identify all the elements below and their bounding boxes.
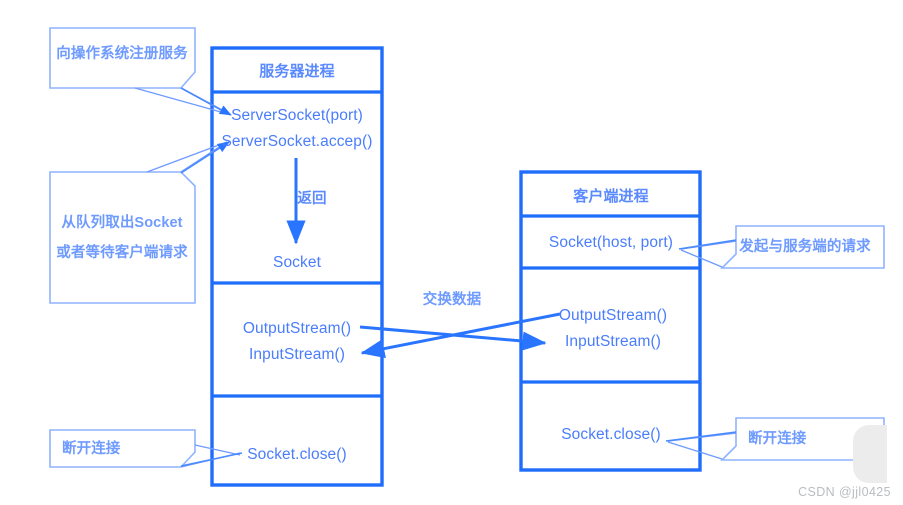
client-process-box [519,170,702,472]
server-step-socket-close: Socket.close() [247,446,347,463]
server-step-inputstream: InputStream() [248,346,346,363]
server-step-outputstream: OutputStream() [242,320,352,337]
note-disconnect-client-text: 断开连接 [748,431,807,447]
note-disconnect-server-text: 断开连接 [62,441,121,457]
client-step-inputstream: InputStream() [564,333,662,350]
note-request-to-server-shape [678,225,885,269]
server-step-socket: Socket [273,254,321,271]
server-step-serversocket-accept: ServerSocket.accep() [221,133,373,150]
exchange-arrow-client-to-server [360,312,561,359]
server-process-header: 服务器进程 [259,63,335,80]
note-dequeue-socket-line-2: 或者等待客户端请求 [56,245,188,261]
note-dequeue-socket-line-1: 从队列取出Socket [61,215,183,231]
return-arrow-label: 返回 [297,191,327,207]
client-step-socket-close: Socket.close() [561,426,661,443]
note-register-service-shape [49,27,232,116]
note-register-service-text: 向操作系统注册服务 [56,46,188,62]
csdn-watermark: CSDN @jjl0425 [798,485,891,499]
note-request-to-server-text: 发起与服务端的请求 [739,239,871,255]
client-process-header: 客户端进程 [573,188,649,205]
watermark-shape [853,425,887,483]
note-disconnect-server-shape [49,429,243,468]
exchange-data-label: 交换数据 [422,292,482,308]
note-dequeue-socket-shape [49,141,230,304]
server-process-box [210,46,384,487]
client-step-outputstream: OutputStream() [558,307,668,324]
server-step-serversocket-port: ServerSocket(port) [231,107,363,124]
client-step-socket-host-port: Socket(host, port) [548,234,674,251]
note-disconnect-client-shape [665,417,885,461]
